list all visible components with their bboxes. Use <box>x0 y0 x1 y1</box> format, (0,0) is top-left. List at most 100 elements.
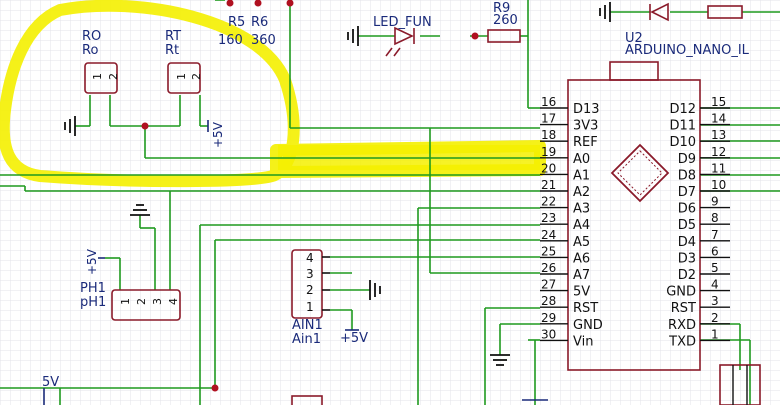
rt-connector <box>167 62 201 94</box>
junction-dot <box>211 384 219 392</box>
arduino-right-pin-name: RXD <box>668 318 696 333</box>
arduino-left-pin-number: 20 <box>541 161 556 175</box>
rt-label-upper: RT <box>165 29 181 44</box>
vcc-icon: +5V <box>207 120 225 148</box>
rt-pin-1: 1 <box>175 73 188 80</box>
arduino-right-pin-number: 7 <box>711 228 719 242</box>
r6-label: R6 <box>251 15 268 30</box>
arduino-right-pin-name: D2 <box>678 268 696 283</box>
arduino-right-pin-name: RST <box>671 301 696 316</box>
arduino-left-pin-name: A3 <box>573 202 590 217</box>
rt-label-lower: Rt <box>165 43 179 58</box>
ain-pin-4: 4 <box>306 251 314 265</box>
arduino-left-pin-number: 27 <box>541 278 556 292</box>
r9-value: 260 <box>493 13 518 28</box>
arduino-name-label: ARDUINO_NANO_IL <box>625 43 750 58</box>
arduino-right-pin-number: 4 <box>711 278 719 292</box>
r6-value: 360 <box>251 33 276 48</box>
ground-icon <box>599 2 611 22</box>
ground-icon <box>369 280 381 300</box>
ph-vcc-label: +5V <box>85 248 99 275</box>
left-edge-vcc-label: 5V <box>42 375 59 390</box>
arduino-right-pin-name: TXD <box>668 334 696 349</box>
junctions <box>141 0 479 392</box>
led-icon <box>385 26 415 57</box>
arduino-left-pin-name: RST <box>573 301 598 316</box>
arduino-left-pin-name: A4 <box>573 218 590 233</box>
arduino-right-pin-name: D8 <box>678 168 696 183</box>
ground-icon <box>490 354 510 366</box>
ph-label-lower: pH1 <box>80 295 106 310</box>
rt-pin-2: 2 <box>190 73 203 80</box>
ain-vcc-label: +5V <box>340 331 368 346</box>
arduino-left-pin-number: 23 <box>541 211 556 225</box>
arduino-left-pin-name: A2 <box>573 185 590 200</box>
ain-label-lower: Ain1 <box>292 332 321 347</box>
arduino-right-pin-number: 3 <box>711 294 719 308</box>
arduino-icon <box>610 143 670 203</box>
junction-dot <box>286 0 294 7</box>
arduino-left-pin-number: 18 <box>541 128 556 142</box>
ground-icon <box>347 26 359 46</box>
vcc-icon: +5V <box>340 329 368 346</box>
ain-pin-3: 3 <box>306 267 314 281</box>
arduino-right-pin-number: 12 <box>711 145 726 159</box>
arduino-right-pin-number: 5 <box>711 261 719 275</box>
ain-pin-2: 2 <box>306 283 314 297</box>
ph-connector <box>111 289 181 321</box>
ain-connector <box>291 249 323 319</box>
arduino-right-pin-number: 15 <box>711 95 726 109</box>
arduino-right-pin-number: 13 <box>711 128 726 142</box>
arduino-left-pin-name: REF <box>573 135 598 150</box>
arduino-left-pin-name: A7 <box>573 268 590 283</box>
arduino-right-pin-name: D9 <box>678 152 696 167</box>
arduino-right-pin-number: 11 <box>711 161 726 175</box>
arduino-left-pin-number: 26 <box>541 261 556 275</box>
arduino-left-pin-number: 25 <box>541 244 556 258</box>
ain-label-upper: AIN1 <box>292 318 323 333</box>
arduino-right-pin-number: 14 <box>711 112 726 126</box>
junction-dot <box>471 32 479 40</box>
ro-label-lower: Ro <box>82 43 98 58</box>
arduino-right-pin-name: GND <box>666 285 696 300</box>
arduino-right-pin-number: 10 <box>711 178 726 192</box>
junction-dot <box>141 122 149 130</box>
arduino-right-pin-number: 2 <box>711 311 719 325</box>
arduino-right-pin-number: 1 <box>711 327 719 341</box>
ph-pin-2: 2 <box>135 298 148 305</box>
junction-dot <box>254 0 262 7</box>
arduino-left-pin-number: 30 <box>541 327 556 341</box>
ro-label-upper: RO <box>82 29 101 44</box>
u2-label: U2 <box>625 31 643 46</box>
ain-pin-1: 1 <box>306 300 314 314</box>
arduino-left-pin-name: GND <box>573 318 603 333</box>
arduino-right-pin-number: 6 <box>711 244 719 258</box>
arduino-left-pin-name: A5 <box>573 235 590 250</box>
ground-icon <box>130 204 150 216</box>
arduino-right-pin-number: 8 <box>711 211 719 225</box>
arduino-left-pin-number: 24 <box>541 228 556 242</box>
arduino-right-pins: 15D1214D1113D1012D911D810D79D68D57D46D35… <box>666 95 730 349</box>
arduino-left-pin-number: 28 <box>541 294 556 308</box>
led-fun-label: LED_FUN <box>373 15 432 30</box>
arduino-left-pin-number: 17 <box>541 112 556 126</box>
ground-icon <box>64 116 76 136</box>
ain-pin-leads <box>322 256 330 311</box>
arduino-left-pin-number: 21 <box>541 178 556 192</box>
arduino-right-pin-name: D4 <box>678 235 696 250</box>
arduino-left-pin-number: 16 <box>541 95 556 109</box>
arduino-right-pin-name: D7 <box>678 185 696 200</box>
r9-label: R9 <box>493 1 510 16</box>
arduino-chip-inner <box>617 150 663 196</box>
arduino-right-pin-name: D12 <box>669 102 696 117</box>
arduino-left-pin-number: 19 <box>541 145 556 159</box>
r5-label: R5 <box>228 15 245 30</box>
ph-label-upper: PH1 <box>80 281 106 296</box>
arduino-right-pin-name: D11 <box>669 119 696 134</box>
arduino-left-pin-name: Vin <box>573 334 593 349</box>
u2-resistor <box>707 5 743 19</box>
arduino-left-pin-name: A6 <box>573 251 590 266</box>
ph-pin-4: 4 <box>167 298 180 305</box>
